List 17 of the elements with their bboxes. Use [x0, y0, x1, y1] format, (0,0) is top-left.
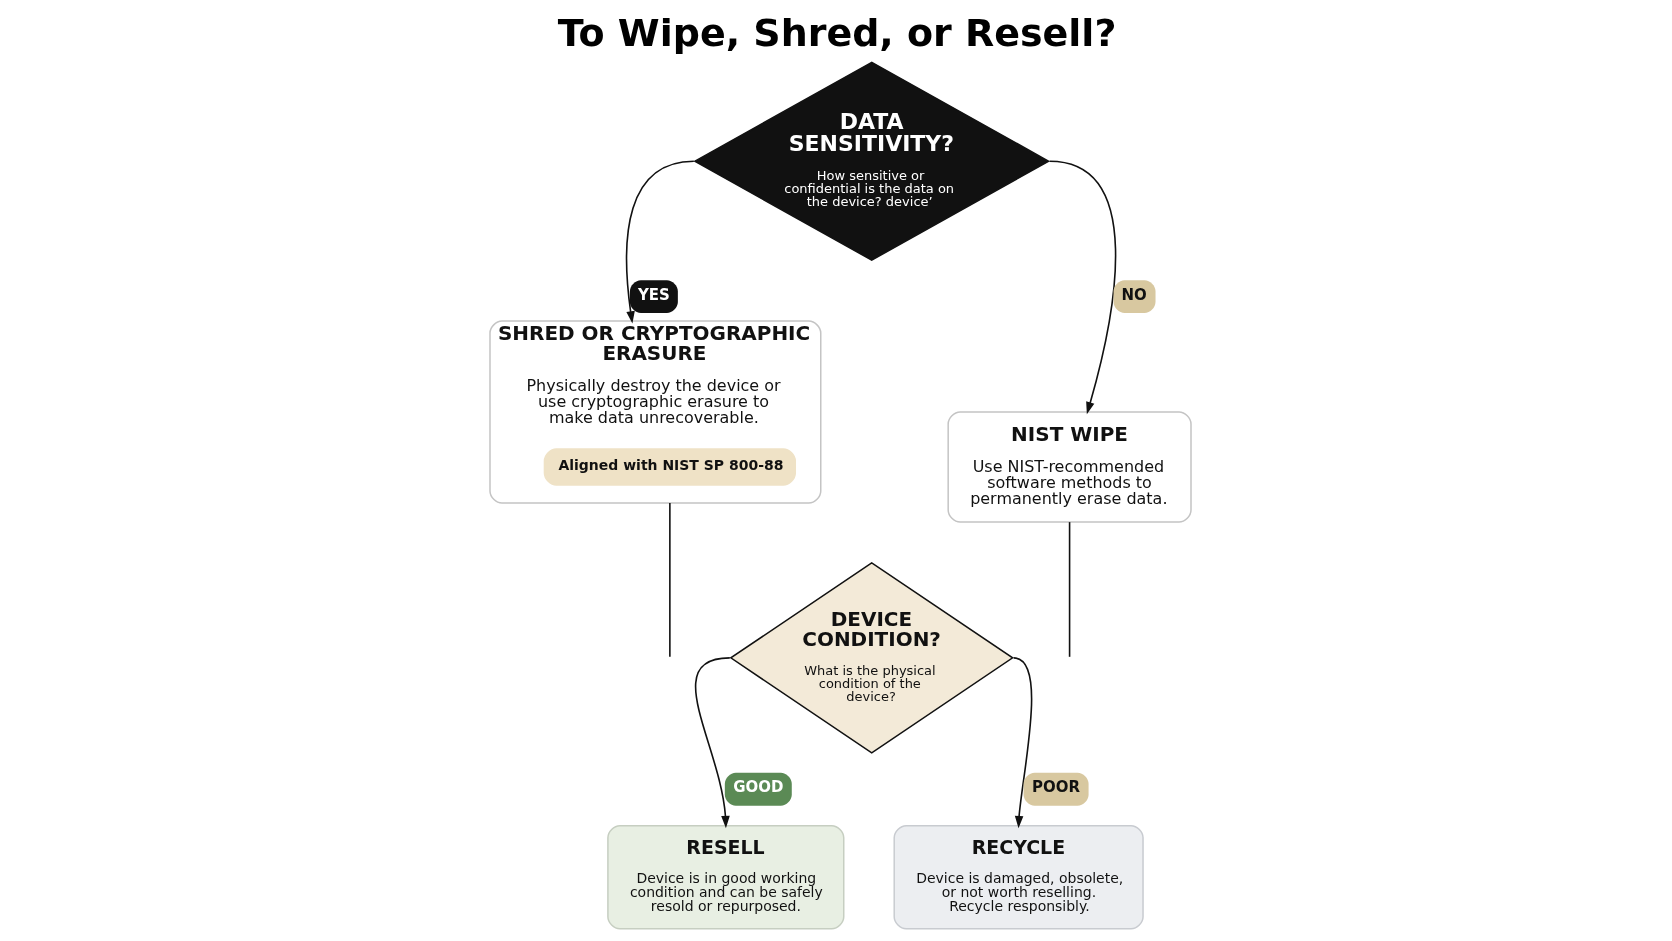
connector	[668, 502, 671, 658]
arrow	[1012, 657, 1032, 829]
node-box: NIST WIPE Use NIST-recommended software methods to permanently erase data.	[946, 411, 1192, 523]
edge-label: YES	[637, 285, 670, 304]
node-diamond: DATA SENSITIVITY? How sensitive or confidential is the data on the device? device’	[692, 61, 1050, 261]
edge-label: POOR	[1031, 778, 1080, 797]
node-box: Aligned with NIST SP 800-88	[543, 448, 796, 486]
node-box: RESELL Device is in good working condition and can be safely resold or repurposed.	[606, 825, 844, 930]
arrow	[625, 160, 695, 324]
connector	[1068, 521, 1070, 658]
edge-label: GOOD	[732, 778, 783, 797]
node-diamond: DEVICE CONDITION? What is the physical condition of the device?	[728, 562, 1014, 754]
diagram-title: To Wipe, Shred, or Resell?	[557, 10, 1116, 55]
node-box: RECYCLE Device is damaged, obsolete, or not worth reselling. Recycle responsibly.	[892, 825, 1144, 930]
arrow	[694, 657, 731, 829]
arrow	[1048, 160, 1116, 415]
edge-label: NO	[1121, 285, 1147, 304]
